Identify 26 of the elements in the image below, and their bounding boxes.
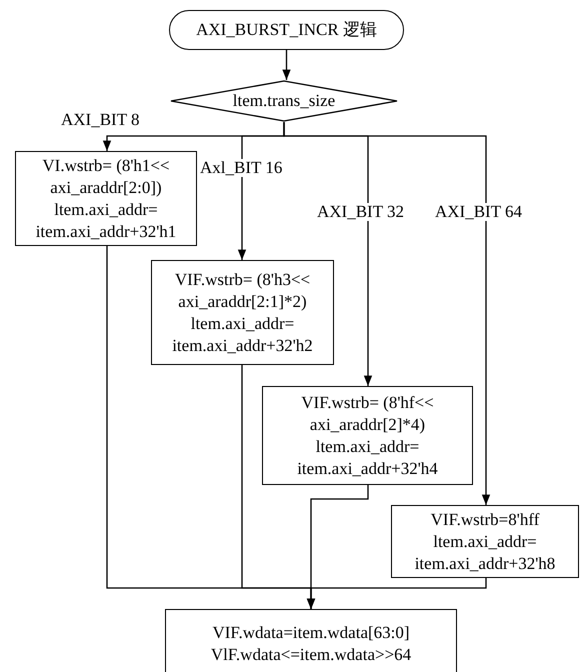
- start-terminal: [169, 10, 404, 50]
- code-text: ltem.axi_addr= item.axi_addr+32'h4: [296, 436, 439, 480]
- code-text: VIF.wstrb= (8'hf<< axi_araddr[2]*4): [300, 392, 435, 436]
- process-box: [165, 609, 457, 672]
- arrow: [283, 122, 490, 505]
- code-text: ltem.trans_size: [232, 90, 336, 112]
- code-text: VIF.wstrb=8'hff: [430, 508, 540, 530]
- edge-label: AXI_BIT 64: [434, 203, 524, 221]
- process-box: [15, 151, 197, 246]
- edge-label: AXI_BIT 8: [60, 111, 141, 129]
- decision-diamond: [170, 80, 398, 122]
- code-text: VIF.wdata=item.wdata[63:0]: [212, 622, 410, 644]
- code-text: ltem.axi_addr= item.axi_addr+32'h2: [171, 312, 314, 356]
- arrow: [282, 50, 291, 80]
- edge-label: AXI_BIT 32: [316, 203, 406, 221]
- arrow: [306, 578, 487, 609]
- code-text: ltem.axi_addr= item.axi_addr+32'h1: [34, 198, 178, 242]
- code-text: VI.wstrb= (8'h1<< axi_araddr[2:0]): [41, 154, 171, 198]
- process-box: [151, 260, 334, 365]
- process-box: [262, 386, 473, 485]
- code-text: VIF.wstrb= (8'h3<< axi_araddr[2:1]*2): [174, 268, 312, 312]
- code-text: ltem.axi_addr= item.axi_addr+32'h8: [414, 530, 556, 574]
- code-text: VlF.wdata<=item.wdata>>64: [210, 644, 412, 666]
- edge-label: Axl_BIT 16: [199, 159, 284, 177]
- process-box: [391, 505, 579, 578]
- code-text: AXI_BURST_INCR 逻辑: [196, 19, 377, 41]
